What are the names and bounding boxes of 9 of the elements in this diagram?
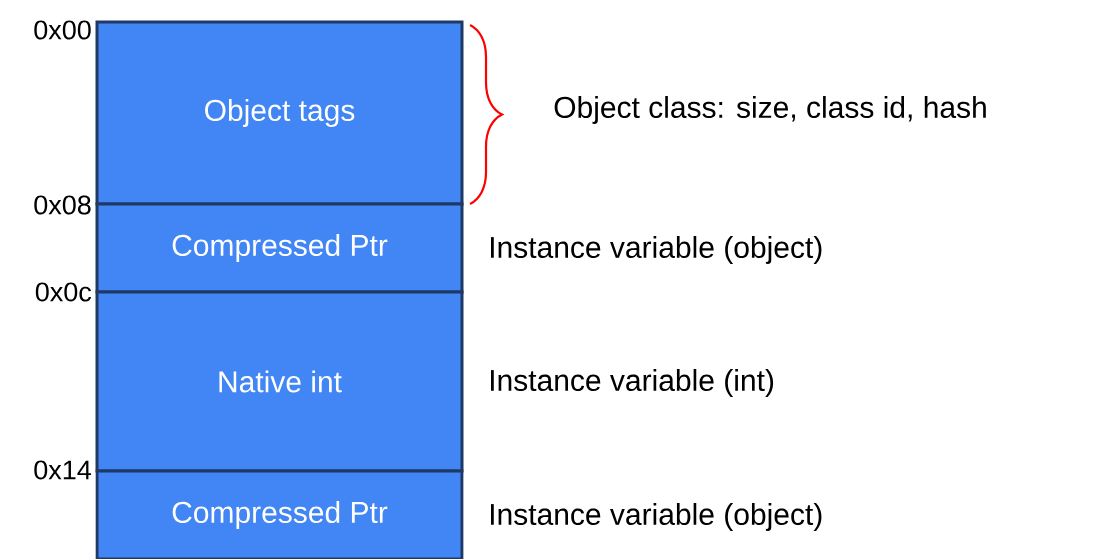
description-text: Instance variable (int) [491,369,774,397]
memory-cell: Compressed Ptr [95,202,464,294]
memory-cell: Compressed Ptr [95,469,464,559]
offset-label: 0x14 [34,460,91,480]
offset-label: 0x08 [34,195,91,215]
description-text: Object class: size, class id, hash [554,96,986,124]
description-text: Instance variable (object) [491,503,822,531]
description-text: Instance variable (object) [491,236,822,264]
offset-label: 0x0c [35,282,92,302]
